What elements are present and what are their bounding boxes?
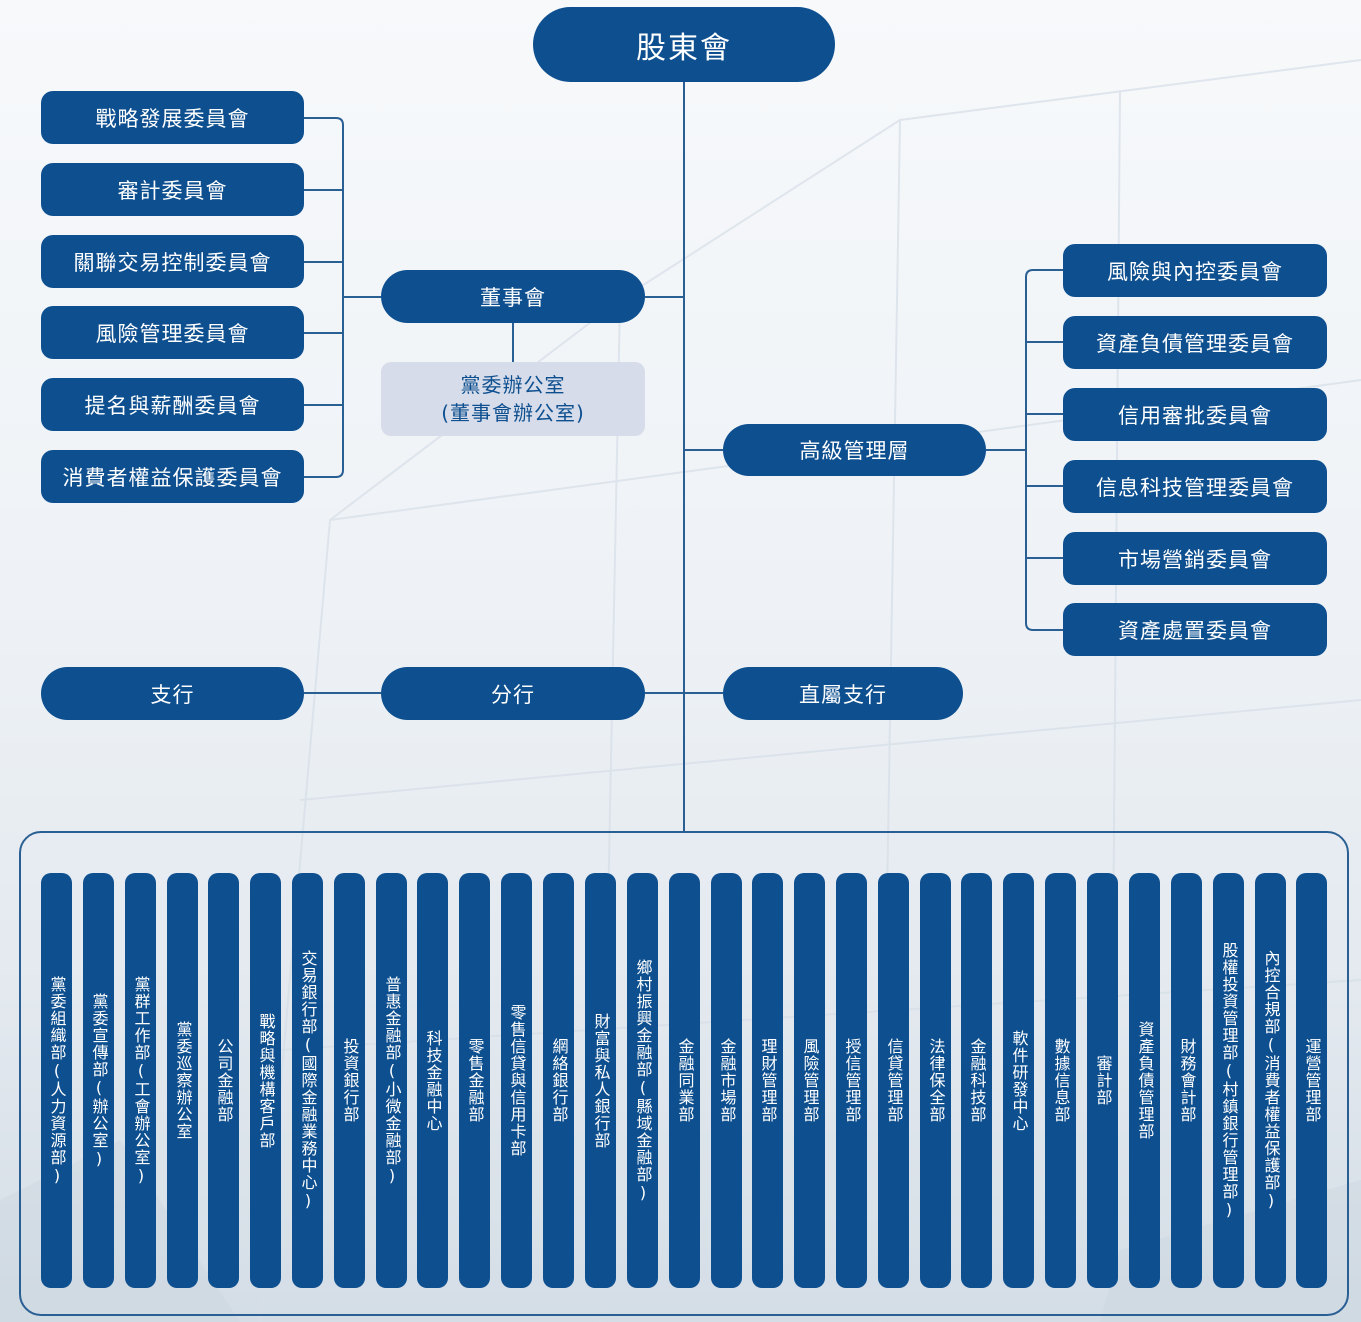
- department-node: 金融科技部: [961, 873, 992, 1288]
- shareholders-meeting-node: 股東會: [533, 7, 835, 82]
- department-node: 審計部: [1087, 873, 1118, 1288]
- department-node: 軟件研發中心: [1003, 873, 1034, 1288]
- department-node: 財務會計部: [1171, 873, 1202, 1288]
- department-node: 法律保全部: [920, 873, 951, 1288]
- department-node: 黨委巡察辦公室: [167, 873, 198, 1288]
- department-node: 零售金融部: [459, 873, 490, 1288]
- mgmt-committee-node: 市場營銷委員會: [1063, 532, 1327, 585]
- department-node: 財富與私人銀行部: [585, 873, 616, 1288]
- department-node: 金融同業部: [669, 873, 700, 1288]
- department-node: 交易銀行部(國際金融業務中心): [292, 873, 323, 1288]
- department-node: 內控合規部(消費者權益保護部): [1255, 873, 1286, 1288]
- department-node: 資產負債管理部: [1129, 873, 1160, 1288]
- department-node: 金融市場部: [711, 873, 742, 1288]
- mgmt-committee-node: 資產處置委員會: [1063, 603, 1327, 656]
- department-node: 理財管理部: [752, 873, 783, 1288]
- department-node: 黨群工作部(工會辦公室): [125, 873, 156, 1288]
- branch-node: 分行: [381, 667, 645, 720]
- senior-management-node: 高級管理層: [723, 424, 986, 476]
- department-node: 授信管理部: [836, 873, 867, 1288]
- department-node: 黨委組織部(人力資源部): [41, 873, 72, 1288]
- department-node: 數據信息部: [1045, 873, 1076, 1288]
- mgmt-committee-node: 風險與內控委員會: [1063, 244, 1327, 297]
- board-committee-node: 消費者權益保護委員會: [41, 450, 304, 503]
- department-node: 科技金融中心: [417, 873, 448, 1288]
- department-node: 戰略與機構客戶部: [250, 873, 281, 1288]
- mgmt-committee-node: 資產負債管理委員會: [1063, 316, 1327, 369]
- direct-sub-branch-node: 直屬支行: [723, 667, 963, 720]
- mgmt-committee-node: 信用審批委員會: [1063, 388, 1327, 441]
- department-node: 投資銀行部: [334, 873, 365, 1288]
- department-node: 網絡銀行部: [543, 873, 574, 1288]
- party-committee-office-node: 黨委辦公室 (董事會辦公室): [381, 362, 645, 436]
- department-node: 運營管理部: [1296, 873, 1327, 1288]
- department-node: 零售信貸與信用卡部: [501, 873, 532, 1288]
- department-node: 鄉村振興金融部(縣域金融部): [627, 873, 658, 1288]
- department-node: 股權投資管理部(村鎮銀行管理部): [1213, 873, 1244, 1288]
- mgmt-committee-node: 信息科技管理委員會: [1063, 460, 1327, 513]
- departments-container: [19, 831, 1349, 1316]
- board-of-directors-node: 董事會: [381, 270, 645, 323]
- department-node: 公司金融部: [208, 873, 239, 1288]
- party-office-line2: (董事會辦公室): [441, 401, 585, 425]
- board-committee-node: 審計委員會: [41, 163, 304, 216]
- board-committee-node: 關聯交易控制委員會: [41, 235, 304, 288]
- board-committee-node: 風險管理委員會: [41, 306, 304, 359]
- department-node: 信貸管理部: [878, 873, 909, 1288]
- department-node: 黨委宣傳部(辦公室): [83, 873, 114, 1288]
- party-office-line1: 黨委辦公室: [460, 373, 566, 397]
- sub-branch-node: 支行: [41, 667, 304, 720]
- department-node: 風險管理部: [794, 873, 825, 1288]
- board-committee-node: 提名與薪酬委員會: [41, 378, 304, 431]
- department-node: 普惠金融部(小微金融部): [376, 873, 407, 1288]
- board-committee-node: 戰略發展委員會: [41, 91, 304, 144]
